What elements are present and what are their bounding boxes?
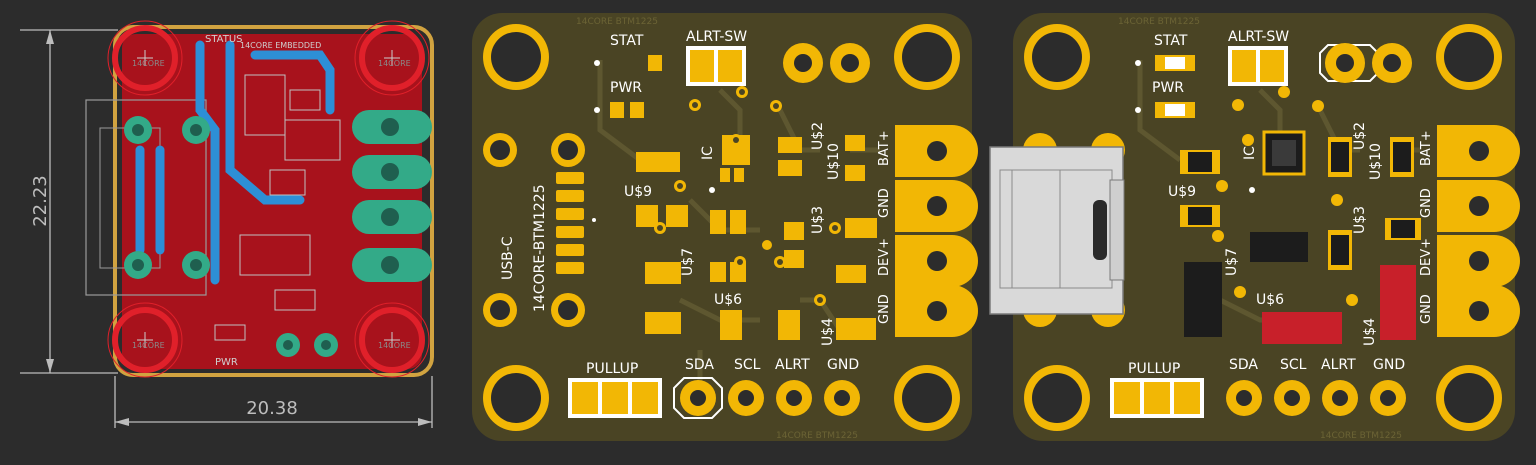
assembled-credit-bottom: 14CORE BTM1225 <box>1320 431 1402 441</box>
assembled-alrt-sw-pad-a <box>1232 50 1256 82</box>
layout-outline <box>113 25 434 377</box>
bare-label-gnd2: GND <box>877 294 892 324</box>
bare-label-bat-plus: BAT+ <box>877 130 892 166</box>
layout-hole-label-1: 14CORE <box>132 59 165 68</box>
layout-components <box>214 74 341 341</box>
width-dimension-label: 20.38 <box>246 398 298 419</box>
bare-alrt-sw-pad-a <box>690 50 714 82</box>
assembled-ref-u7: U$7 <box>1224 248 1240 276</box>
height-dimension-label: 22.23 <box>30 175 51 227</box>
layout-status-label: STATUS <box>205 34 243 45</box>
bare-ref-u7: U$7 <box>680 248 696 276</box>
board-assembled: STAT PWR ALRT-SW PULLUP SDA SCL ALRT GND… <box>989 13 1520 441</box>
assembled-ref-ic: IC <box>1242 146 1258 160</box>
assembled-top-header <box>1319 43 1412 83</box>
bare-bottom-header <box>673 377 860 419</box>
bare-mounting-holes <box>483 24 960 431</box>
assembled-terminal-block <box>1437 125 1520 337</box>
layout-logo-top: 14CORE EMBEDDED <box>240 41 321 50</box>
bare-label-gnd: GND <box>827 357 859 373</box>
assembled-ref-u6: U$6 <box>1256 292 1284 308</box>
bare-dots <box>592 60 715 222</box>
bare-terminal-pads <box>895 125 978 337</box>
bare-label-dev-plus: DEV+ <box>877 238 892 276</box>
assembled-ref-u3: U$3 <box>1352 206 1368 234</box>
assembled-ref-u2: U$2 <box>1352 122 1368 150</box>
layout-terminal-pads <box>352 110 432 282</box>
bare-label-sda: SDA <box>685 357 714 373</box>
assembled-alrt-sw-pad-b <box>1260 50 1284 82</box>
layout-pwr-label: PWR <box>215 357 238 368</box>
bare-top-header <box>783 43 870 83</box>
bare-alrt-sw-pad-b <box>718 50 742 82</box>
usb-c-connector <box>989 146 1125 315</box>
assembled-components <box>1180 130 1421 344</box>
bare-label-gnd1: GND <box>877 188 892 218</box>
layout-mounting-holes <box>107 20 430 378</box>
layout-header-vias <box>276 333 338 357</box>
bare-vias-holes <box>657 89 838 303</box>
assembled-label-pullup: PULLUP <box>1128 361 1180 377</box>
assembled-ref-u9: U$9 <box>1168 184 1196 200</box>
height-dimension <box>20 29 118 374</box>
assembled-label-scl: SCL <box>1280 357 1307 373</box>
layout-usb-outline <box>85 99 207 296</box>
bare-ref-u2: U$2 <box>810 122 826 150</box>
assembled-label-stat: STAT <box>1154 33 1188 49</box>
bare-label-scl: SCL <box>734 357 761 373</box>
assembled-leds <box>1155 55 1195 118</box>
bare-ref-u6: U$6 <box>714 292 742 308</box>
bare-label-pwr: PWR <box>610 80 642 96</box>
assembled-dots <box>1135 60 1255 193</box>
assembled-label-pwr: PWR <box>1152 80 1184 96</box>
bare-label-alrt-sw: ALRT-SW <box>686 29 747 45</box>
bare-ref-ic: IC <box>700 146 716 160</box>
assembled-label-sda: SDA <box>1229 357 1258 373</box>
layout-usb-pins <box>124 116 210 279</box>
bare-usb-holes <box>483 133 585 327</box>
bare-credit-top: 14CORE BTM1225 <box>576 17 658 27</box>
layout-hole-label-4: 14CORE <box>378 341 411 350</box>
assembled-label-alrt-sw: ALRT-SW <box>1228 29 1289 45</box>
assembled-mounting-holes <box>1024 24 1502 431</box>
assembled-label-dev-plus: DEV+ <box>1419 238 1434 276</box>
assembled-label-gnd2: GND <box>1419 294 1434 324</box>
layout-hole-centers <box>137 50 400 348</box>
assembled-label-bat-plus: BAT+ <box>1419 130 1434 166</box>
assembled-ref-u4: U$4 <box>1362 318 1378 346</box>
layout-view: 22.23 20.38 <box>20 20 434 428</box>
assembled-pullup-pads <box>1114 382 1200 414</box>
width-dimension <box>114 376 433 428</box>
bare-ref-u10: U$10 <box>826 143 842 180</box>
assembled-label-gnd1: GND <box>1419 188 1434 218</box>
board-bare: STAT PWR ALRT-SW PULLUP SDA SCL ALRT GND… <box>472 13 978 441</box>
assembled-vias <box>1212 86 1358 306</box>
bare-label-alrt: ALRT <box>775 357 810 373</box>
assembled-label-alrt: ALRT <box>1321 357 1356 373</box>
layout-hole-label-2: 14CORE <box>378 59 411 68</box>
assembled-bottom-header <box>1226 380 1406 416</box>
bare-led-pads <box>610 55 662 118</box>
bare-pullup-pads <box>572 382 658 414</box>
bare-ref-u9: U$9 <box>624 184 652 200</box>
bare-credit-bottom: 14CORE BTM1225 <box>776 431 858 441</box>
bare-usb-pads <box>556 172 584 274</box>
bare-label-usb-c: USB-C <box>500 236 516 280</box>
bare-label-product: 14CORE-BTM1225 <box>532 184 548 312</box>
bare-ref-u4: U$4 <box>820 318 836 346</box>
layout-hole-label-3: 14CORE <box>132 341 165 350</box>
bare-ref-u3: U$3 <box>810 206 826 234</box>
bare-label-pullup: PULLUP <box>586 361 638 377</box>
assembled-credit-top: 14CORE BTM1225 <box>1118 17 1200 27</box>
assembled-ref-u10: U$10 <box>1368 143 1384 180</box>
layout-blue-traces <box>135 40 335 285</box>
bare-label-stat: STAT <box>610 33 644 49</box>
assembled-label-gnd: GND <box>1373 357 1405 373</box>
